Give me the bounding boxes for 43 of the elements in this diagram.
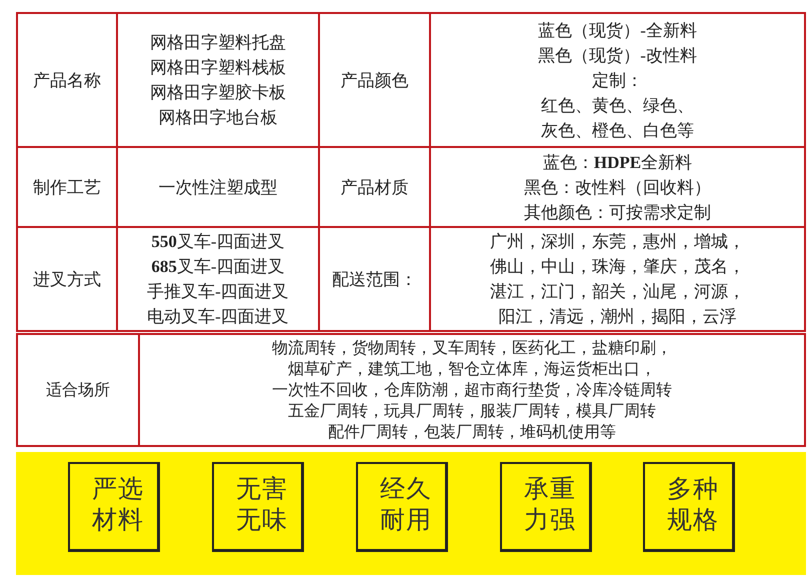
cell-text: 网格田字塑料栈板 <box>148 57 287 79</box>
cell-text: 红色、黄色、绿色、 <box>540 94 696 116</box>
cell-text: 蓝色（现货）-全新料 <box>537 20 698 42</box>
row-label: 适合场所 <box>45 380 111 400</box>
cell-text: 网格田字地台板 <box>157 107 278 129</box>
cell-text: 网格田字塑胶卡板 <box>148 82 287 104</box>
cell-text: 定制： <box>591 70 644 92</box>
badge-text: 无害无味 <box>236 474 288 536</box>
row-label: 产品颜色 <box>340 70 410 92</box>
cell-text: 其他颜色：可按需求定制 <box>523 202 712 224</box>
cell-text: 灰色、橙色、白色等 <box>540 120 696 142</box>
cell-text: 手推叉车-四面进叉 <box>146 281 290 303</box>
feature-badge <box>500 462 592 552</box>
feature-badge <box>212 462 304 552</box>
row-label: 进叉方式 <box>32 268 102 290</box>
row-label: 配送范围： <box>331 268 418 290</box>
cell-text: 配件厂周转，包装厂周转，堆码机使用等 <box>327 422 617 442</box>
cell-text: 黑色：改性料（回收料） <box>523 176 712 198</box>
cell-text: 一次性不回收，仓库防潮，超市商行垫货，冷库冷链周转 <box>271 380 673 400</box>
feature-badge <box>356 462 448 552</box>
cell-text: 五金厂周转，玩具厂周转，服装厂周转，模具厂周转 <box>287 402 657 422</box>
feature-badge <box>643 462 735 552</box>
cell-text: 一次性注塑成型 <box>157 176 278 198</box>
cell-text: 物流周转，货物周转，叉车周转，医药化工，盐糖印刷， <box>271 338 673 358</box>
cell-text: 网格田字塑料托盘 <box>148 32 287 54</box>
feature-badge <box>68 462 160 552</box>
cell-text: 电动叉车-四面进叉 <box>146 306 290 328</box>
cell-text: 黑色（现货）-改性料 <box>537 44 698 66</box>
badge-text: 多种规格 <box>667 475 720 536</box>
cell-text: 烟草矿产，建筑工地，智仓立体库，海运货柜出口， <box>287 360 657 380</box>
row-label: 产品材质 <box>340 176 410 198</box>
cell-text: 550叉车-四面进叉 <box>150 231 286 253</box>
cell-text: 佛山，中山，珠海，肇庆，茂名， <box>489 256 746 278</box>
row-label: 制作工艺 <box>32 176 102 198</box>
cell-text: 广州，深圳，东莞，惠州，增城， <box>489 231 746 253</box>
row-label: 产品名称 <box>32 70 102 92</box>
cell-text: 蓝色：HDPE全新料 <box>542 152 694 174</box>
cell-text: 685叉车-四面进叉 <box>150 256 286 278</box>
badge-text: 经久耐用 <box>380 475 432 536</box>
badge-text: 承重力强 <box>524 475 576 536</box>
cell-text: 阳江，清远，潮州，揭阳，云浮 <box>498 306 738 328</box>
badge-text: 严选材料 <box>92 475 144 536</box>
cell-text: 湛江，江门，韶关，汕尾，河源， <box>489 281 746 303</box>
